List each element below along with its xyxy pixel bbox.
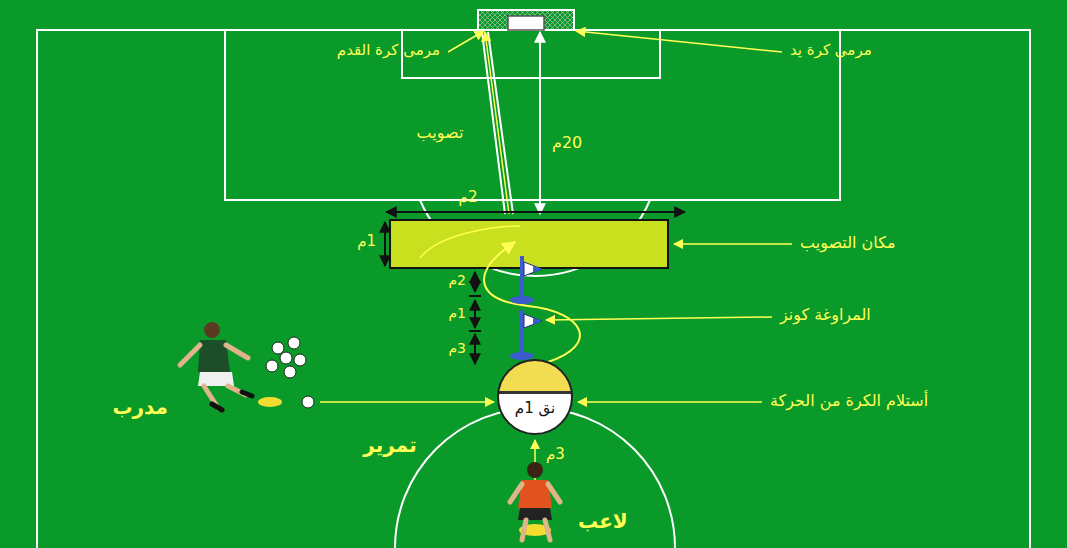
- role-label: مدرب: [112, 396, 168, 419]
- radius-label: نق 1م: [515, 399, 555, 417]
- dimension-label: 2م: [448, 272, 466, 288]
- dimension-label: 3م: [546, 446, 565, 463]
- reception-circle: نق 1م: [497, 359, 573, 435]
- dimension-label: 1م: [448, 305, 466, 321]
- callout-label: أستلام الكرة من الحركة: [770, 392, 928, 410]
- role-label: لاعب: [578, 510, 628, 533]
- action-label: تصويب: [417, 124, 464, 142]
- goal-label: مرمى كرة يد: [790, 42, 872, 59]
- action-label: تمرير: [363, 434, 416, 457]
- dimension-label: 1م: [357, 233, 376, 250]
- dimension-label: 2م: [459, 189, 478, 206]
- dimension-label: 3م: [448, 340, 466, 356]
- goal-label: مرمى كرة القدم: [337, 42, 440, 59]
- dimension-label: 20م: [552, 134, 582, 152]
- callout-label: المراوغة كونز: [780, 306, 871, 324]
- callout-label: مكان التصويب: [800, 234, 896, 252]
